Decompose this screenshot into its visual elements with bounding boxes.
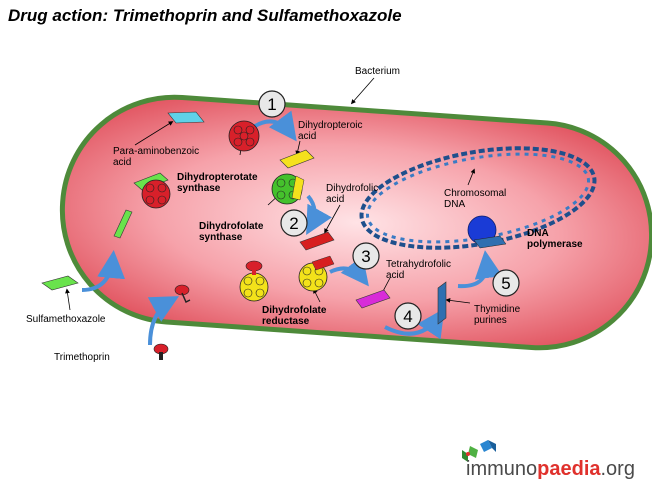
dihydrofolate-reductase-enzyme: [298, 255, 335, 292]
svg-text:3: 3: [361, 247, 370, 266]
label-dihydropteroic-acid: Dihydropteroic: [298, 120, 362, 131]
sulfamethoxazole-outside: [41, 275, 79, 291]
step-3: 3: [352, 242, 380, 270]
svg-text:1: 1: [267, 95, 276, 114]
label-tetrahydrofolic-acid: Tetrahydrofolic: [386, 259, 451, 270]
step-5: 5: [492, 269, 520, 297]
label-dihydrofolate-reductase-2: reductase: [262, 316, 310, 327]
label-dihydrofolic-acid-2: acid: [326, 194, 344, 205]
label-paba: Para-aminobenzoic: [113, 146, 199, 157]
dna-polymerase-enzyme: [467, 215, 507, 249]
label-trimethoprin: Trimethoprin: [54, 352, 110, 363]
label-dihydrofolate-reductase: Dihydrofolate: [262, 305, 327, 316]
pathway-arrow-1: [250, 110, 297, 142]
trimethoprin-outside: [153, 343, 169, 360]
label-dihydrofolate-synthase-2: synthase: [199, 232, 243, 243]
label-dihydrofolate-synthase: Dihydrofolate: [199, 221, 264, 232]
dihydrofolate-synthase-enzyme: [271, 173, 305, 205]
tetrahydrofolic-acid-molecule: [355, 289, 391, 309]
paba-molecule: [167, 111, 205, 124]
label-dna-polymerase-2: polymerase: [527, 239, 583, 250]
dihydropteroic-acid-molecule: [279, 149, 315, 169]
pathway-arrow-2: [306, 194, 332, 235]
label-chromosomal-dna: Chromosomal: [444, 188, 506, 199]
step-4: 4: [394, 302, 422, 330]
label-paba-2: acid: [113, 157, 131, 168]
thymidine-molecule: [437, 281, 447, 325]
immunopaedia-logo: [462, 440, 496, 462]
label-dihydrofolic-acid: Dihydrofolic: [326, 183, 378, 194]
label-sulfamethoxazole: Sulfamethoxazole: [26, 314, 106, 325]
dihydropteroate-synthase-enzyme: [228, 120, 260, 152]
svg-text:4: 4: [403, 307, 412, 326]
sulfamethoxazole-inside: [113, 209, 133, 239]
label-bacterium: Bacterium: [355, 66, 400, 77]
label-dihydropteroic-acid-2: acid: [298, 131, 316, 142]
pathway-arrow-5: [457, 250, 503, 289]
dihydrofolate-reductase-inhibited: [239, 260, 269, 302]
label-dna-polymerase: DNA: [527, 228, 549, 239]
logo-part-3: .org: [600, 458, 635, 480]
svg-text:2: 2: [289, 214, 298, 233]
step-1: 1: [258, 90, 286, 118]
label-thymidine: Thymidine: [474, 304, 521, 315]
label-dihydropterotate-synthase: Dihydropterotate: [177, 172, 258, 183]
page-title: Drug action: Trimethoprin and Sulfametho…: [8, 6, 402, 25]
label-tetrahydrofolic-acid-2: acid: [386, 270, 404, 281]
logo-part-2: paedia: [537, 458, 601, 480]
label-thymidine-2: purines: [474, 315, 507, 326]
label-chromosomal-dna-2: DNA: [444, 199, 465, 210]
pathway-arrow-4: [384, 308, 445, 340]
svg-text:5: 5: [501, 274, 510, 293]
trimethoprin-inside: [174, 284, 191, 304]
logo-wordmark: immunopaedia.org: [466, 458, 635, 481]
entry-arrow-trimeth: [147, 296, 180, 346]
dihydropteroate-synthase-inhibited: [141, 179, 171, 209]
pathway-arrow-3: [329, 255, 369, 287]
entry-arrow-sulfa: [81, 250, 126, 292]
label-dihydropterotate-synthase-2: synthase: [177, 183, 221, 194]
dihydrofolic-acid-molecule: [299, 231, 335, 251]
step-2: 2: [280, 209, 308, 237]
logo-part-1: immuno: [466, 458, 538, 480]
